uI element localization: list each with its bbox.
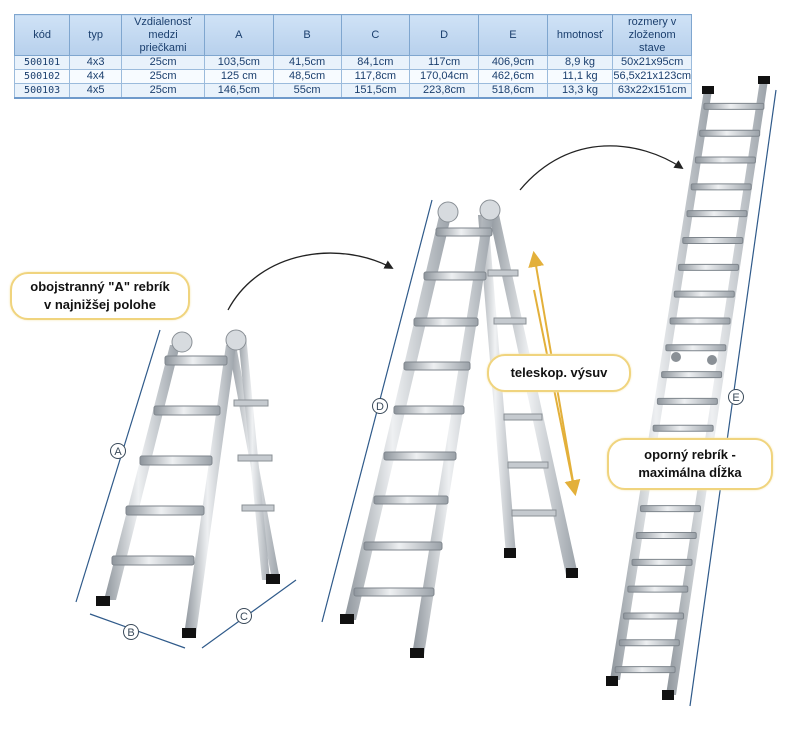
flow-arrow-1 (227, 252, 394, 311)
extension-ladder-rung (661, 371, 723, 379)
flow-arrow-2 (519, 145, 684, 191)
spec-table-cell: 25cm (121, 83, 206, 99)
extension-ladder-rung (652, 424, 714, 432)
spec-table-cell: 125 cm (204, 69, 274, 84)
header-cell-b: B (272, 14, 342, 56)
dimension-label-c: C (240, 611, 248, 623)
spec-table-cell: 84,1cm (340, 55, 411, 70)
spec-table-cell: 151,5cm (340, 83, 411, 99)
spec-table-cell: 146,5cm (204, 83, 274, 99)
spec-table-cell: 25cm (121, 55, 206, 70)
callout-a-frame-line2: v najnižšej polohe (44, 297, 156, 312)
extension-ladder-rung (665, 344, 727, 352)
spec-table-cell: 103,5cm (204, 55, 274, 70)
spec-table-cell: 500103 (13, 83, 71, 99)
spec-table-cell: 13,3 kg (546, 83, 614, 99)
dimension-label-b: B (127, 627, 134, 639)
dimension-label-a: A (114, 446, 122, 458)
spec-table-cell: 50x21x95cm (612, 55, 692, 70)
callout-a-frame-line1: obojstranný "A" rebrík (30, 279, 170, 294)
callout-telescopic: teleskop. výsuv (487, 354, 631, 392)
spec-table-cell: 4x4 (69, 69, 123, 84)
spec-table-cell: 117,8cm (340, 69, 411, 84)
spec-table-cell: 4x5 (69, 83, 123, 99)
dimension-label-e: E (732, 392, 739, 404)
callout-extension-line1: oporný rebrík - (644, 447, 736, 462)
extension-ladder (606, 76, 770, 700)
spec-table-cell: 462,6cm (478, 69, 548, 84)
spec-table-cell: 500102 (13, 69, 71, 84)
callout-telescopic-label: teleskop. výsuv (510, 365, 608, 380)
spec-table-cell: 406,9cm (478, 55, 548, 70)
extension-ladder-rung (673, 290, 735, 298)
header-cell-a: A (204, 14, 274, 56)
extension-ladder-rung (703, 102, 765, 110)
extension-ladder-rung (623, 612, 685, 620)
extension-ladder-rung (614, 666, 676, 674)
spec-table-cell: 500101 (13, 55, 71, 70)
callout-extension-line2: maximálna dĺžka (638, 465, 742, 480)
header-cell-code: kód (13, 14, 71, 56)
spec-table-cell: 11,1 kg (546, 69, 614, 84)
spec-table-cell: 518,6cm (478, 83, 548, 99)
extension-ladder-rung (618, 639, 680, 647)
extension-ladder-rung (631, 558, 693, 566)
spec-table-cell: 25cm (121, 69, 206, 84)
spec-table-cell: 48,5cm (272, 69, 342, 84)
spec-table-cell: 55cm (272, 83, 342, 99)
extension-ladder-rung (690, 183, 752, 191)
extension-ladder-rung (699, 129, 761, 137)
header-cell-c: C (340, 14, 411, 56)
header-cell-d: D (409, 14, 480, 56)
callout-extension-max: oporný rebrík - maximálna dĺžka (607, 438, 773, 490)
extension-ladder-rung (639, 505, 701, 513)
dimension-label-d: D (376, 401, 384, 413)
a-frame-ladder-extended (340, 199, 578, 658)
extension-ladder-rung (635, 532, 697, 539)
extension-ladder-rung (669, 317, 731, 325)
spec-table-cell: 170,04cm (409, 69, 480, 84)
callout-a-frame-lowest: obojstranný "A" rebrík v najnižšej poloh… (10, 272, 190, 320)
dimension-line-a (75, 329, 161, 603)
a-frame-ladder-low (96, 329, 280, 638)
extension-ladder-rung (678, 263, 740, 271)
extension-ladder-rung (694, 156, 756, 164)
header-cell-e: E (478, 14, 548, 56)
spec-table-cell: 56,5x21x123cm (612, 69, 692, 84)
spec-table-cell: 63x22x151cm (612, 83, 692, 99)
extension-ladder-rung (686, 210, 748, 218)
extension-ladder-rung (682, 237, 744, 244)
extension-ladder-rung (656, 397, 718, 405)
extension-ladder-rung (627, 585, 689, 593)
spec-table-cell: 41,5cm (272, 55, 342, 70)
spec-table-cell: 223,8cm (409, 83, 480, 99)
